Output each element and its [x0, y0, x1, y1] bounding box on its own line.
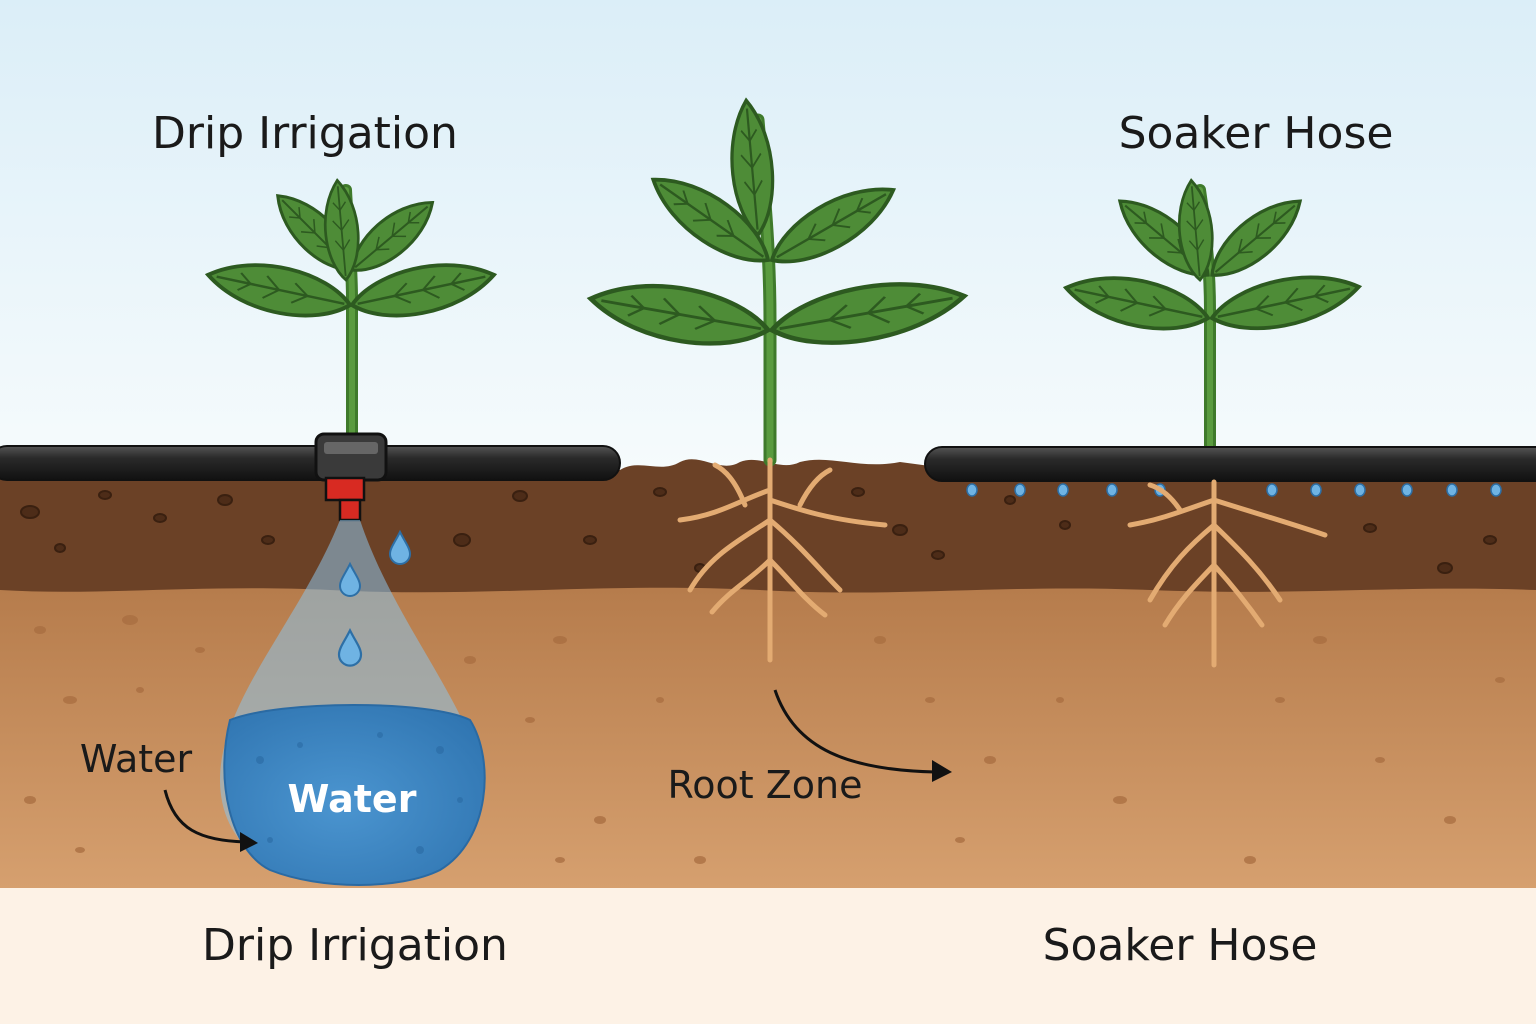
water-pointer-label: Water — [80, 737, 193, 781]
bottom-right-title: Soaker Hose — [1043, 920, 1318, 971]
soaker-droplets — [966, 483, 1502, 497]
plant-icon — [1061, 177, 1363, 452]
water-pool-label: Water — [288, 777, 417, 821]
top-left-title: Drip Irrigation — [152, 108, 458, 159]
footer-band — [0, 888, 1536, 1024]
bottom-left-title: Drip Irrigation — [202, 920, 508, 971]
arrow-head — [240, 832, 258, 852]
plant-icon — [586, 99, 968, 467]
subsoil-specks — [24, 615, 1505, 864]
plant-icon — [203, 177, 498, 446]
soaker-hose — [924, 446, 1536, 482]
roots — [677, 457, 888, 663]
arrow-icon — [773, 689, 936, 774]
root-zone-label: Root Zone — [668, 763, 863, 807]
top-right-title: Soaker Hose — [1119, 108, 1394, 159]
roots — [1127, 479, 1328, 668]
water-bubbles — [256, 732, 463, 854]
arrow-head — [932, 760, 952, 782]
drip-hose — [0, 445, 621, 481]
arrow-icon — [163, 789, 246, 844]
topsoil-pebbles — [20, 487, 1497, 574]
